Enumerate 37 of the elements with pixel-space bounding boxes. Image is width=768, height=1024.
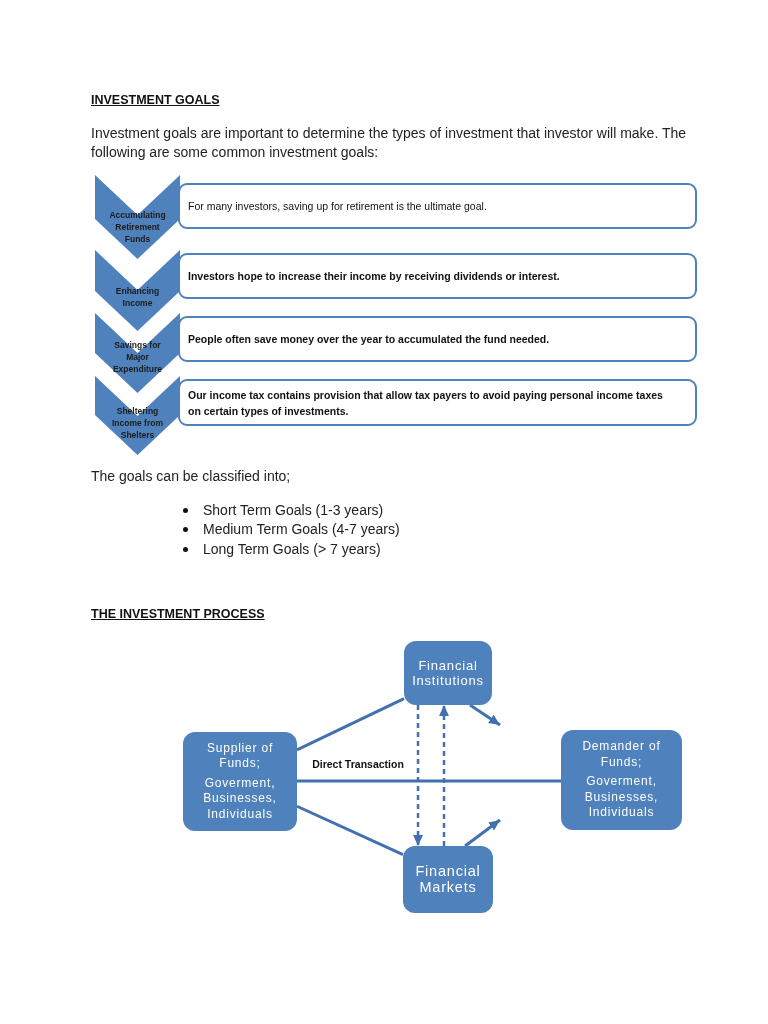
dashed-arrow — [439, 705, 449, 846]
goal-box — [178, 379, 697, 426]
connector-line — [296, 804, 404, 857]
node-title: Financial Institutions — [411, 657, 485, 689]
goal-box — [178, 183, 697, 229]
arrow — [464, 818, 501, 848]
section-heading: THE INVESTMENT PROCESS — [91, 606, 265, 622]
connector-line — [297, 779, 561, 783]
chevron-step — [95, 175, 180, 259]
goal-text: People often save money over the year to accumulated the fund needed. — [188, 332, 550, 347]
node-title: Demander of Funds; — [581, 739, 662, 771]
node-body: Goverment, Businesses, Individuals — [202, 775, 278, 823]
goal-box — [178, 253, 697, 299]
process-box — [403, 846, 493, 913]
paragraph-text: Investment goals are important to determine the types of investment that investor will make. The following are some common investment goals: — [91, 123, 688, 162]
process-box — [183, 732, 297, 831]
goal-text: Our income tax contains provision that allow tax payers to avoid paying personal income taxes on certain types of investments. — [188, 387, 664, 419]
dashed-arrow — [413, 705, 423, 846]
intro-text: The goals can be classified into; — [91, 466, 291, 486]
process-box — [561, 730, 682, 830]
process-box — [404, 641, 492, 705]
chevron-step — [95, 376, 180, 455]
list-item-text: Long Term Goals (> 7 years) — [203, 539, 381, 559]
goal-text: Investors hope to increase their income by receiving dividends or interest. — [188, 269, 560, 284]
node-title: Financial Markets — [414, 864, 482, 895]
node-title: Supplier of Funds; — [205, 740, 275, 772]
node-body: Goverment, Businesses, Individuals — [583, 774, 660, 821]
step-label: Accumulating Retirement Funds — [108, 209, 167, 246]
goal-box — [178, 316, 697, 362]
step-label: Enhancing Income — [114, 284, 161, 309]
arrow — [469, 703, 501, 727]
list-item-text: Medium Term Goals (4-7 years) — [203, 519, 400, 539]
goal-text: For many investors, saving up for retirement is the ultimate goal. — [188, 199, 487, 214]
connector-line — [296, 697, 405, 752]
edge-label: Direct Transaction — [310, 757, 406, 771]
section-heading: INVESTMENT GOALS — [91, 92, 220, 108]
list-item-text: Short Term Goals (1-3 years) — [203, 500, 384, 520]
